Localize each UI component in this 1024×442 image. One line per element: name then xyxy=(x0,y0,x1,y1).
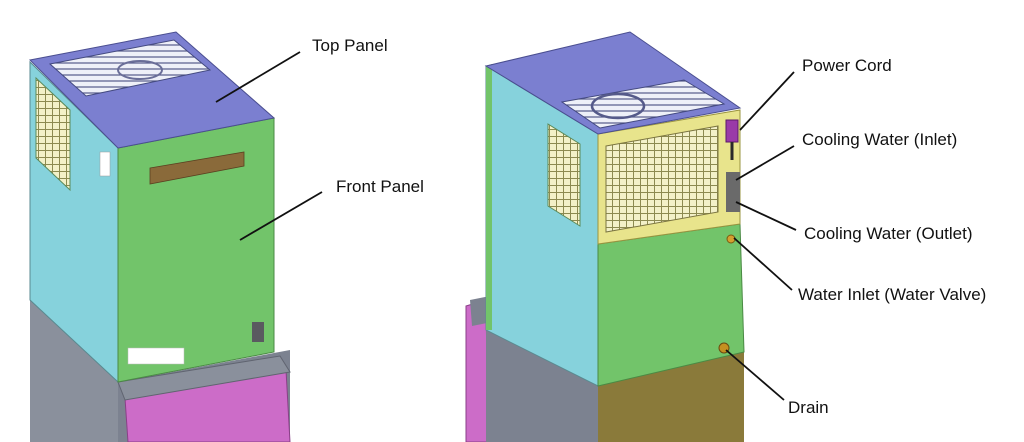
left-unit xyxy=(28,31,291,442)
right-base-front xyxy=(598,352,744,442)
left-display-slot xyxy=(149,151,245,185)
right-base-side xyxy=(486,330,598,442)
label-front-panel: Front Panel xyxy=(336,177,424,196)
leader-water-inlet xyxy=(733,237,793,291)
power-cord-plug xyxy=(725,119,739,143)
leader-cooling-inlet xyxy=(735,145,795,181)
left-fan xyxy=(117,60,163,80)
label-power-cord: Power Cord xyxy=(802,56,892,75)
label-drain: Drain xyxy=(788,398,829,417)
label-cooling-water-outlet: Cooling Water (Outlet) xyxy=(804,224,973,243)
left-switch xyxy=(252,322,264,342)
leader-front-panel xyxy=(239,191,323,241)
right-green-strip xyxy=(486,64,492,330)
left-front-label xyxy=(127,347,185,365)
label-top-panel: Top Panel xyxy=(312,36,388,55)
left-front-panel xyxy=(117,117,275,383)
left-top-grill xyxy=(48,39,212,97)
right-side-grill xyxy=(547,123,581,227)
right-unit xyxy=(465,31,745,442)
right-condenser-grill xyxy=(605,125,719,233)
left-base-cabinet xyxy=(30,300,118,442)
label-water-inlet-valve: Water Inlet (Water Valve) xyxy=(798,285,987,304)
left-bin-ledge xyxy=(117,355,291,401)
callout-lines xyxy=(215,51,797,401)
left-side-grill xyxy=(35,76,71,192)
leader-top-panel xyxy=(215,51,301,103)
leader-cooling-outlet xyxy=(735,201,797,231)
leader-power-cord xyxy=(739,71,795,131)
right-fan xyxy=(590,92,646,120)
left-side-handle xyxy=(99,151,111,177)
leader-drain xyxy=(725,349,785,401)
label-cooling-water-inlet: Cooling Water (Inlet) xyxy=(802,130,958,149)
